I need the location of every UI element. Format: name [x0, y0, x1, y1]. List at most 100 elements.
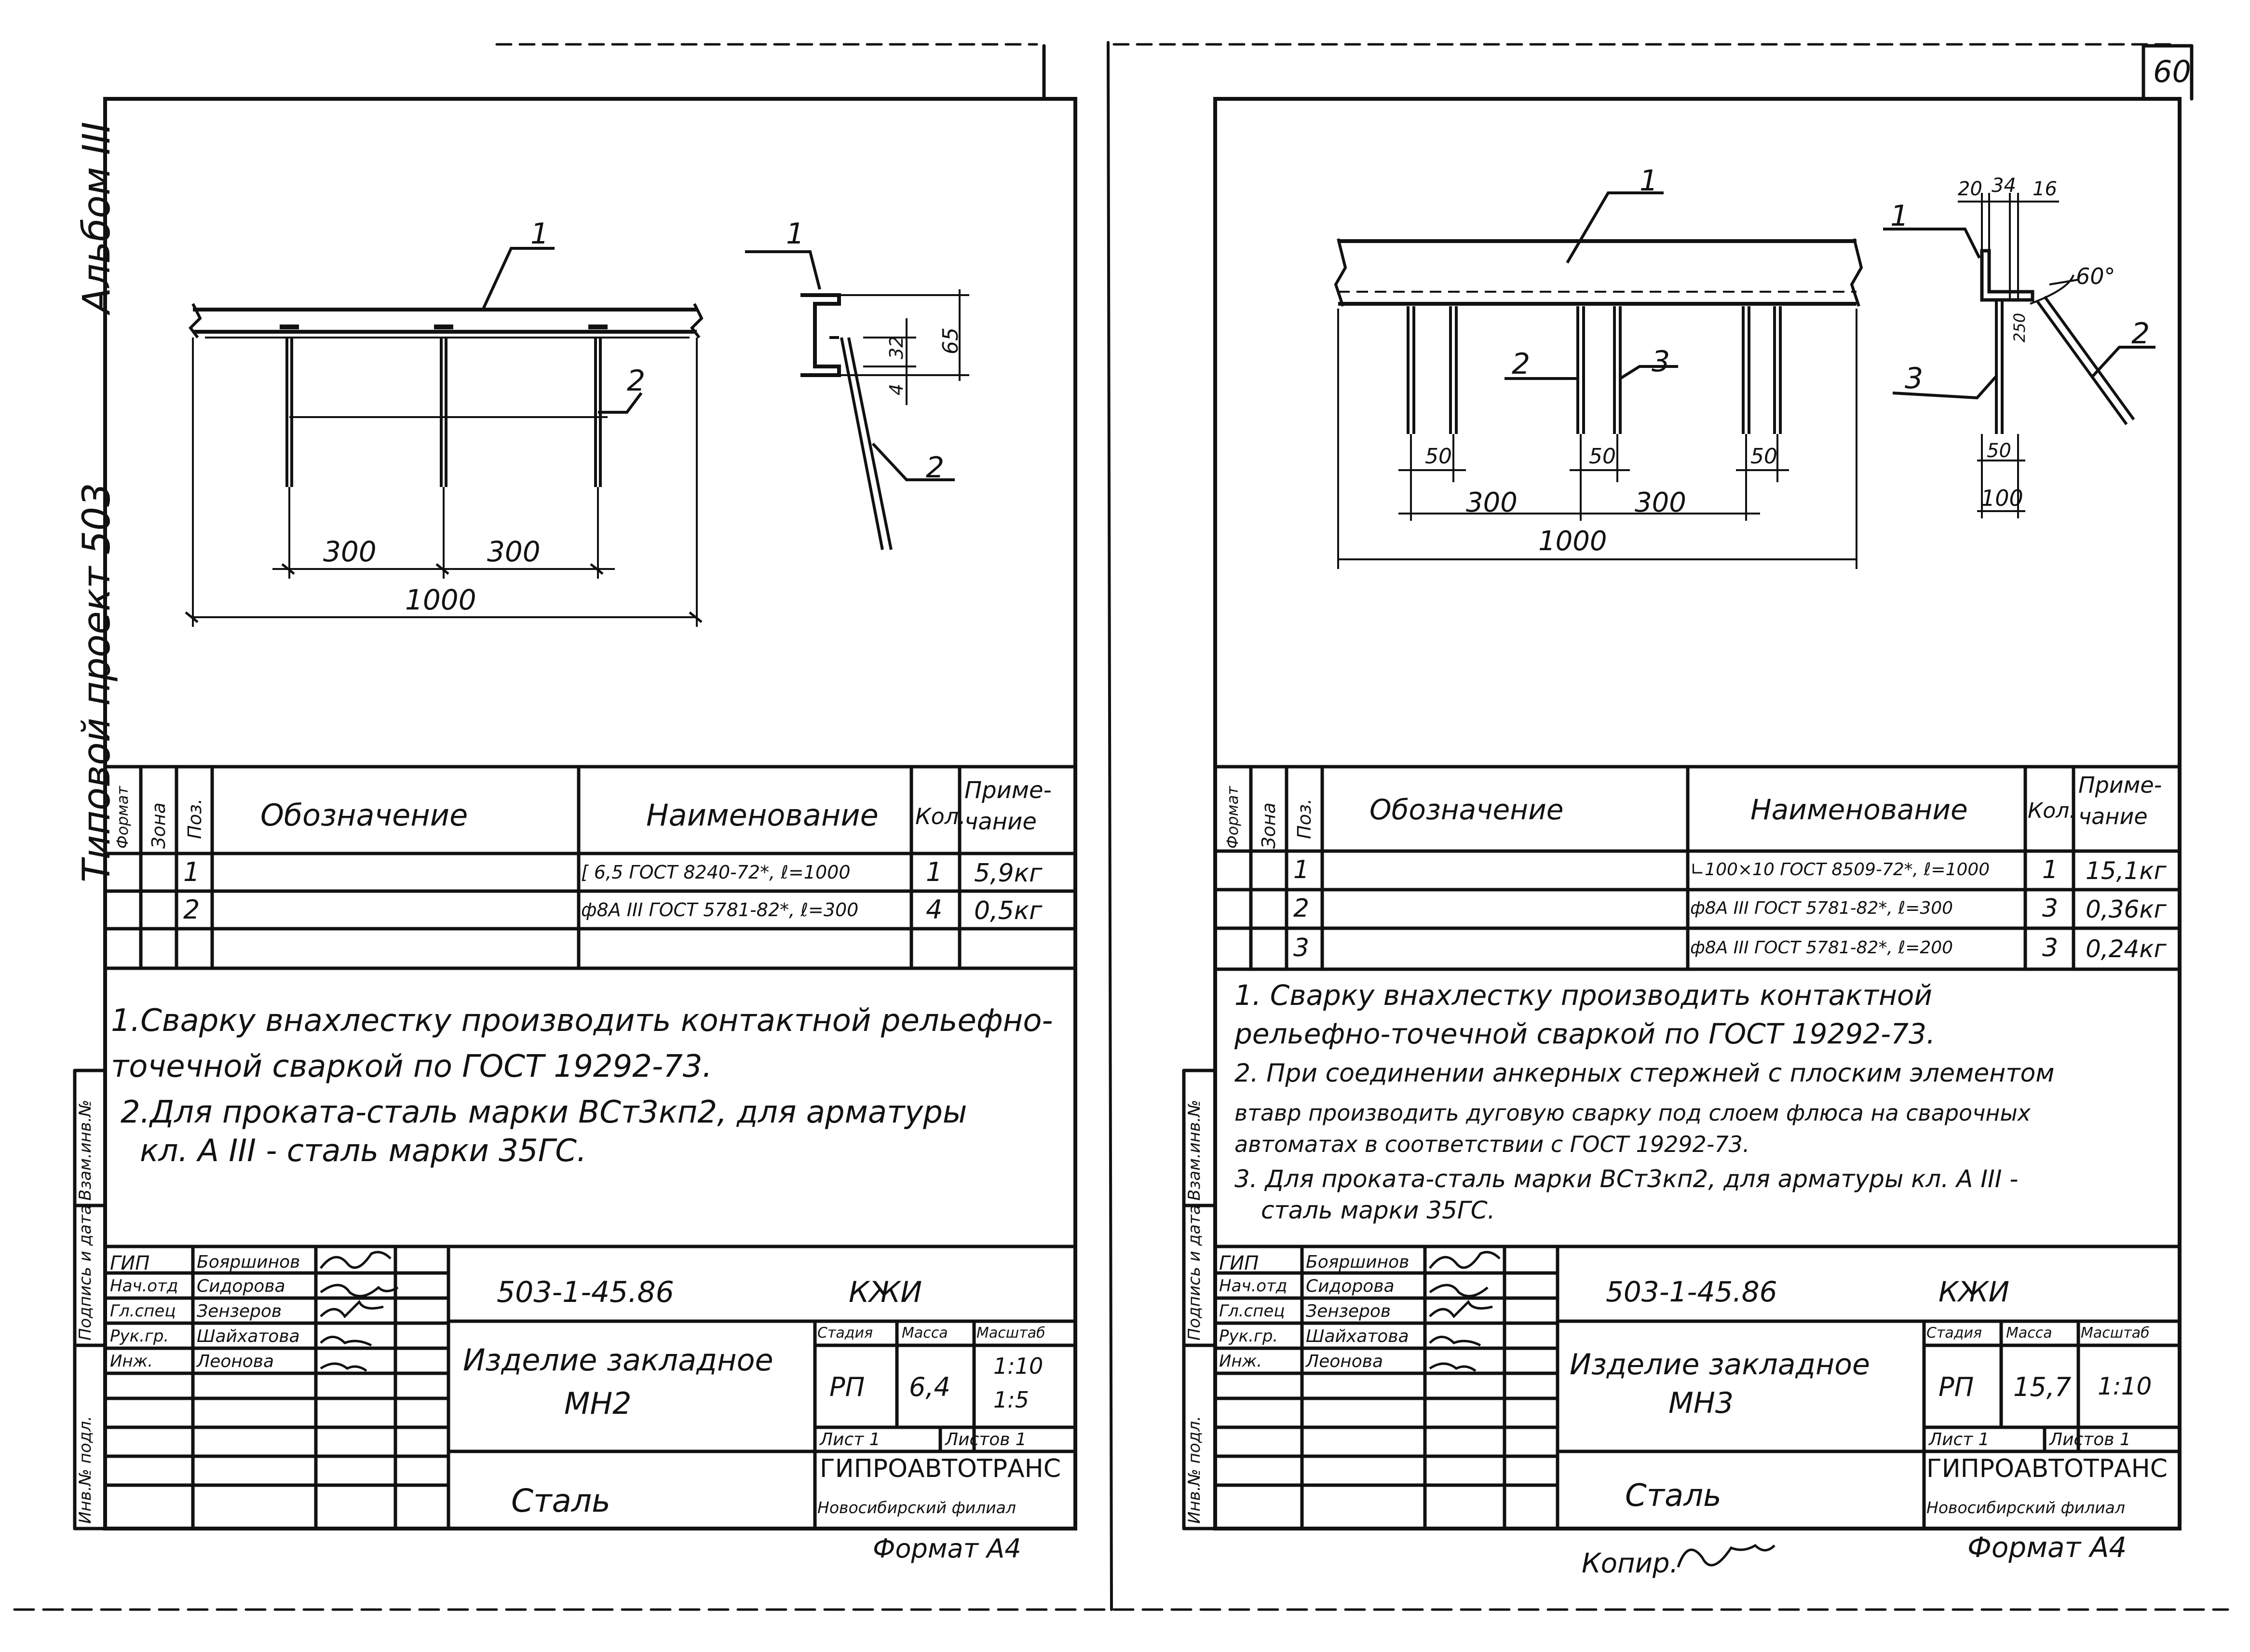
right-tb-name-0: Бояршинов [1306, 1252, 1410, 1272]
right-spec-r1-kol: 1 [2042, 855, 2059, 884]
right-spec-h-zona: Зона [1258, 802, 1279, 849]
right-tb-item-2: МН3 [1668, 1386, 1734, 1420]
right-spec-r2-prim: 0,36кг [2086, 895, 2167, 923]
right-spec-r2-kol: 3 [2042, 894, 2059, 923]
left-tb-branch: Новосибирский филиал [817, 1498, 1016, 1517]
right-note-6: 3. Для проката-сталь марки ВСт3кп2, для … [1234, 1165, 2019, 1193]
left-tb-stadiya-h: Стадия [817, 1325, 873, 1341]
mn2-section [745, 250, 969, 550]
right-tb-material: Сталь [1625, 1478, 1721, 1514]
left-spec-r1-kol: 1 [926, 857, 943, 887]
left-note-4: кл. А III - сталь марки 35ГС. [140, 1133, 587, 1169]
left-dim-300a: 300 [323, 535, 377, 568]
right-dim-300b: 300 [1635, 487, 1686, 518]
right-spec-h-oboznachenie: Обозначение [1369, 793, 1564, 826]
left-dim-1000: 1000 [405, 583, 476, 616]
left-dim-32: 32 [886, 336, 907, 359]
right-tb-listov: Листов 1 [2049, 1430, 2131, 1449]
left-tb-massa: 6,4 [909, 1372, 950, 1402]
album-label: Альбом III [75, 122, 119, 313]
right-tb-branch: Новосибирский филиал [1926, 1498, 2125, 1517]
left-spec-r2-poz: 2 [183, 894, 200, 925]
right-spec-h-kol: Кол. [2028, 799, 2076, 823]
left-tb-org: ГИПРОАВТОТРАНС [820, 1454, 1061, 1483]
side-vzam-left: Взам.инв.№ [76, 1099, 95, 1201]
right-spec-r3-kol: 3 [2042, 934, 2059, 962]
left-tb-name-3: Шайхатова [197, 1327, 300, 1346]
left-spec-h-zona: Зона [148, 802, 169, 849]
right-spec-r1-prim: 15,1кг [2086, 857, 2167, 885]
left-note-3: 2.Для проката-сталь марки ВСт3кп2, для а… [121, 1095, 967, 1130]
right-tb-role-2: Гл.спец [1219, 1301, 1285, 1321]
mn3-elevation [1334, 191, 1863, 569]
right-copy-label: Копир. [1582, 1548, 1679, 1579]
left-tb-name-1: Сидорова [197, 1276, 285, 1296]
mn2-elevation [185, 247, 704, 627]
left-tb-masshtab-h: Масштаб [976, 1325, 1045, 1341]
right-pos1-main: 1 [1640, 164, 1658, 198]
right-dim-16: 16 [2033, 178, 2057, 200]
right-spec-r3-poz: 3 [1293, 934, 1310, 962]
left-tb-list: Лист 1 [820, 1430, 881, 1449]
left-tb-listov: Листов 1 [945, 1430, 1027, 1449]
right-dim-50s: 50 [1987, 440, 2011, 462]
left-spec-r1-naim: [ 6,5 ГОСТ 8240-72*, ℓ=1000 [581, 862, 851, 883]
left-spec-h-kol: Кол. [915, 803, 966, 829]
right-dim-50c: 50 [1750, 444, 1777, 469]
right-spec-h-format: Формат [1223, 786, 1242, 849]
right-dim-250: 250 [2010, 312, 2029, 342]
side-inv-podl-left: Инв.№ подл. [76, 1416, 95, 1524]
left-tb-code: 503-1-45.86 [497, 1275, 674, 1309]
left-spec-h-prim2: чание [964, 808, 1037, 835]
left-pos1-section: 1 [786, 217, 805, 251]
right-spec-r1-naim: ∟100×10 ГОСТ 8509-72*, ℓ=1000 [1690, 860, 1990, 880]
right-dim-100: 100 [1981, 485, 2023, 511]
project-label: Типовой проект 503 [75, 483, 119, 882]
left-spec-r2-naim: ф8А III ГОСТ 5781-82*, ℓ=300 [581, 899, 859, 921]
left-tb-role-3: Рук.гр. [110, 1327, 169, 1346]
left-tb-masshtab-1: 1:10 [993, 1353, 1044, 1379]
right-dim-50a: 50 [1425, 444, 1452, 469]
right-tb-mark: КЖИ [1938, 1275, 2010, 1308]
left-spec-h-oboznachenie: Обозначение [260, 798, 468, 833]
left-tb-name-2: Зензеров [197, 1301, 282, 1321]
left-pos2-section: 2 [926, 451, 945, 485]
left-note-2: точечной сваркой по ГОСТ 19292-73. [111, 1049, 712, 1084]
left-format: Формат А4 [873, 1533, 1021, 1564]
right-note-1: 1. Сварку внахлестку производить контакт… [1234, 979, 1933, 1012]
left-dim-4: 4 [886, 383, 907, 395]
right-tb-code: 503-1-45.86 [1606, 1275, 1777, 1308]
signatures [320, 1251, 1776, 1568]
right-tb-role-3: Рук.гр. [1219, 1327, 1278, 1346]
right-tb-role-0: ГИП [1219, 1252, 1259, 1274]
right-spec-h-prim2: чание [2078, 803, 2148, 829]
left-tb-item-1: Изделие закладное [463, 1342, 773, 1378]
left-note-1: 1.Сварку внахлестку производить контактн… [111, 1003, 1053, 1039]
right-spec-h-prim1: Приме- [2078, 772, 2162, 798]
mn3-section [1883, 193, 2155, 518]
right-spec-h-naimenovanie: Наименование [1750, 793, 1968, 826]
right-tb-item-1: Изделие закладное [1570, 1348, 1870, 1381]
right-spec-r3-prim: 0,24кг [2086, 935, 2167, 963]
left-tb-name-4: Леонова [197, 1352, 274, 1371]
right-pos3-main: 3 [1652, 345, 1670, 379]
right-pos1-section: 1 [1890, 199, 1909, 233]
side-vzam-right: Взам.инв.№ [1185, 1099, 1204, 1201]
right-pos2-section: 2 [2131, 317, 2150, 351]
left-tb-mark: КЖИ [849, 1275, 922, 1309]
left-tb-item-2: МН2 [564, 1386, 632, 1421]
side-podpis-right: Подпись и дата [1185, 1205, 1204, 1341]
left-spec-h-format: Формат [113, 786, 132, 849]
right-tb-name-1: Сидорова [1306, 1276, 1395, 1296]
right-tb-org: ГИПРОАВТОТРАНС [1926, 1454, 2168, 1483]
side-podpis-left: Подпись и дата [76, 1205, 95, 1341]
right-tb-massa-h: Масса [2006, 1325, 2052, 1341]
left-dim-300b: 300 [487, 535, 541, 568]
right-tb-role-1: Нач.отд [1219, 1276, 1288, 1296]
left-tb-stadiya: РП [829, 1372, 865, 1402]
right-note-4: втавр производить дуговую сварку под сло… [1234, 1100, 2031, 1126]
left-spec-r2-kol: 4 [926, 894, 943, 925]
right-note-7: сталь марки 35ГС. [1261, 1196, 1495, 1224]
left-spec-r1-prim: 5,9кг [974, 859, 1043, 888]
